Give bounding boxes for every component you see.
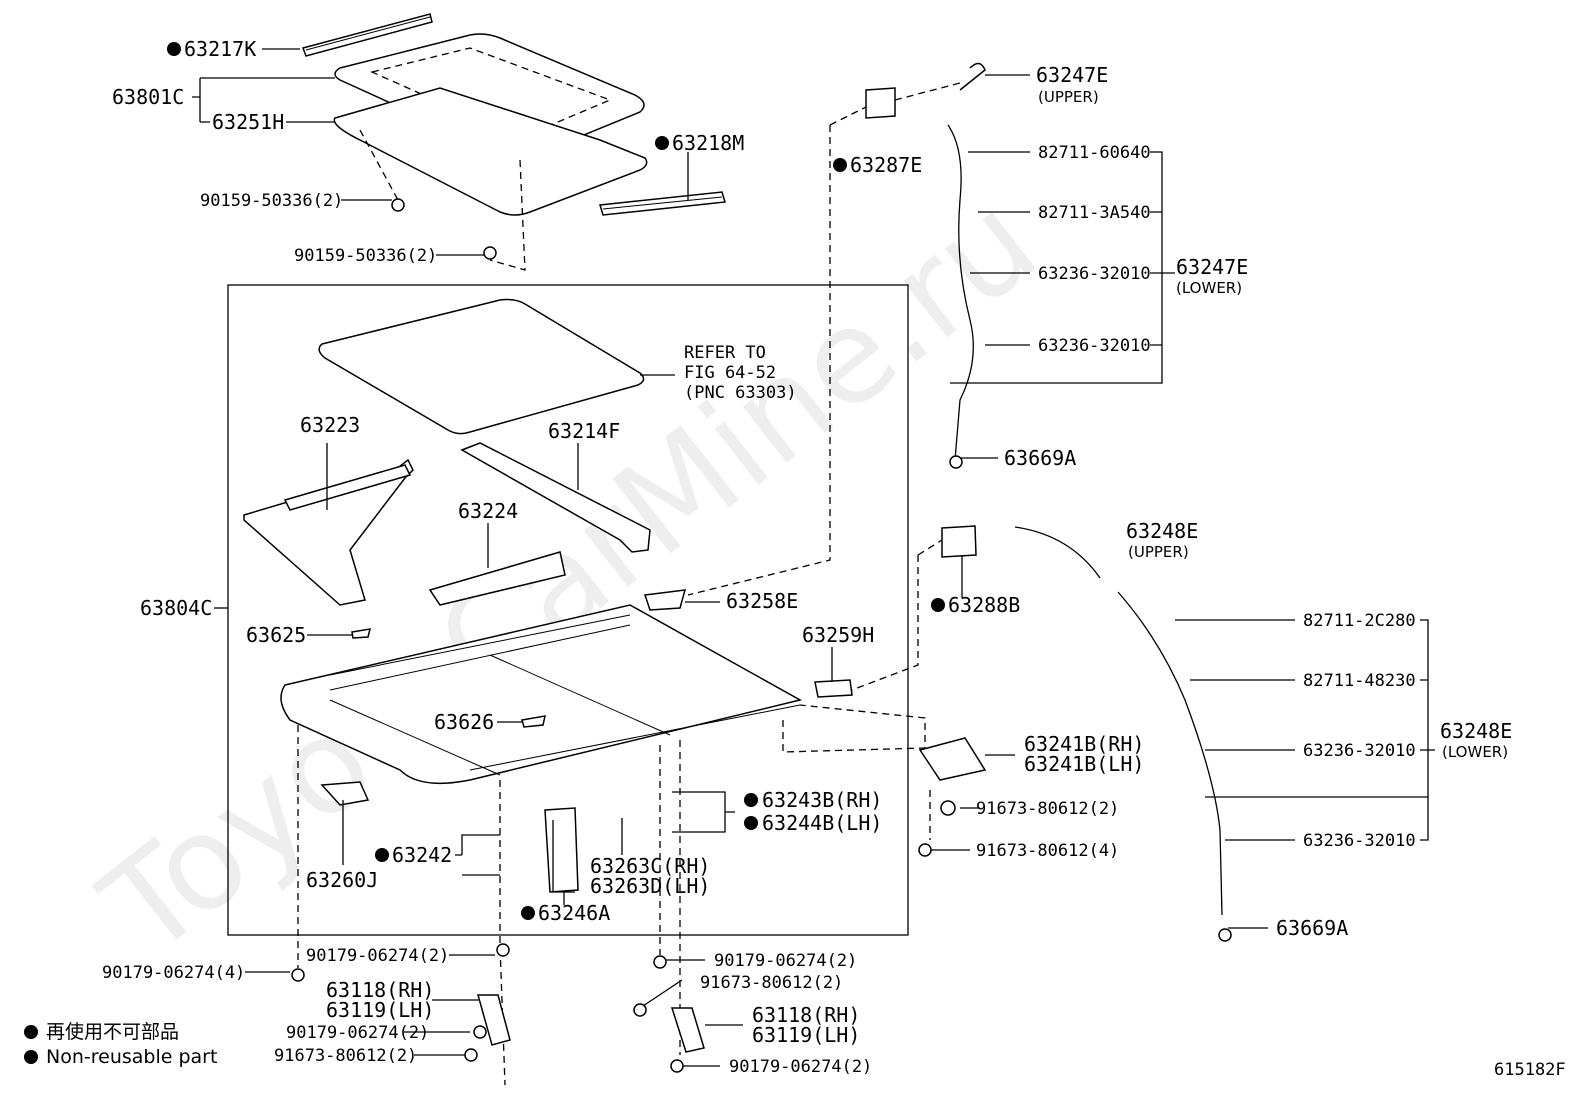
label-63247E-lower: 63247E (1176, 255, 1248, 279)
label-90179-e: 90179-06274(2) (729, 1057, 872, 1077)
label-91673-d: 91673-80612(2) (274, 1046, 417, 1066)
label-63251H: 63251H (212, 110, 284, 134)
label-63214F: 63214F (548, 419, 620, 443)
fasteners (291, 800, 956, 1073)
label-63263D: 63263D(LH) (590, 874, 710, 898)
label-63236-d: 63236-32010 (1303, 831, 1416, 851)
label-91673-2: 91673-80612(2) (976, 799, 1119, 819)
label-63625: 63625 (246, 623, 306, 647)
label-63247E-upper-sub: (UPPER) (1038, 88, 1099, 106)
label-63236-c: 63236-32010 (1303, 741, 1416, 761)
label-63244B: 63244B(LH) (762, 811, 882, 835)
label-63287E: 63287E (850, 153, 922, 177)
figure-id: 615182F (1494, 1060, 1566, 1080)
label-63247E-upper: 63247E (1036, 63, 1108, 87)
drain-hose-drawing (865, 62, 1232, 942)
label-63119-right: 63119(LH) (752, 1023, 860, 1047)
label-63669A-2: 63669A (1276, 916, 1348, 940)
label-90179-c: 90179-06274(2) (714, 951, 857, 971)
label-82711-48230: 82711-48230 (1303, 671, 1416, 691)
label-90179-d: 90179-06274(2) (286, 1023, 429, 1043)
legend: 再使用不可部品 Non-reusable part (46, 1021, 217, 1068)
label-63259H: 63259H (802, 623, 874, 647)
label-90179-b: 90179-06274(4) (102, 963, 245, 983)
label-63258E: 63258E (726, 589, 798, 613)
refer-line-1: REFER TO (684, 343, 766, 363)
label-63247E-lower-sub: (LOWER) (1176, 279, 1242, 297)
label-63801C: 63801C (112, 85, 184, 109)
label-63118-right: 63118(RH) (752, 1003, 860, 1027)
label-90159-2: 90159-50336(2) (294, 246, 437, 266)
legend-line-1: 再使用不可部品 (46, 1021, 179, 1043)
label-63288B: 63288B (948, 593, 1020, 617)
label-63242: 63242 (392, 843, 452, 867)
label-63236-b: 63236-32010 (1038, 336, 1151, 356)
label-63248E-upper: 63248E (1126, 519, 1198, 543)
label-63119-left: 63119(LH) (326, 998, 434, 1022)
label-63241B-rh: 63241B(RH) (1024, 732, 1144, 756)
glass-panel-drawing (302, 13, 726, 260)
label-63236-a: 63236-32010 (1038, 264, 1151, 284)
refer-line-3: (PNC 63303) (684, 383, 797, 403)
label-63248E-lower: 63248E (1440, 719, 1512, 743)
label-90179-a: 90179-06274(2) (306, 946, 449, 966)
label-63224: 63224 (458, 499, 518, 523)
label-63263C: 63263C(RH) (590, 854, 710, 878)
label-63223: 63223 (300, 413, 360, 437)
label-63217K: 63217K (184, 37, 256, 61)
label-63118-left: 63118(RH) (326, 978, 434, 1002)
label-63804C: 63804C (140, 596, 212, 620)
label-82711-60640: 82711-60640 (1038, 143, 1151, 163)
part-labels: 63217K 63801C 63251H 63218M 90159-50336(… (102, 37, 1512, 1077)
non-reusable-markers (24, 42, 945, 1064)
label-63248E-lower-sub: (LOWER) (1442, 743, 1508, 761)
label-63246A: 63246A (538, 901, 610, 925)
label-63218M: 63218M (672, 131, 744, 155)
label-82711-2C280: 82711-2C280 (1303, 611, 1416, 631)
legend-line-2: Non-reusable part (46, 1046, 217, 1068)
label-63241B-lh: 63241B(LH) (1024, 752, 1144, 776)
leader-lines (192, 48, 1435, 1067)
label-90159-1: 90159-50336(2) (200, 191, 343, 211)
label-91673-c: 91673-80612(2) (700, 973, 843, 993)
label-82711-3A540: 82711-3A540 (1038, 203, 1151, 223)
label-63248E-upper-sub: (UPPER) (1128, 543, 1189, 561)
label-63669A-1: 63669A (1004, 446, 1076, 470)
roof-frame-drawing (227, 284, 987, 936)
label-63626: 63626 (434, 710, 494, 734)
label-63260J: 63260J (306, 868, 378, 892)
refer-line-2: FIG 64-52 (684, 363, 776, 383)
label-91673-4: 91673-80612(4) (976, 841, 1119, 861)
label-63243B: 63243B(RH) (762, 788, 882, 812)
